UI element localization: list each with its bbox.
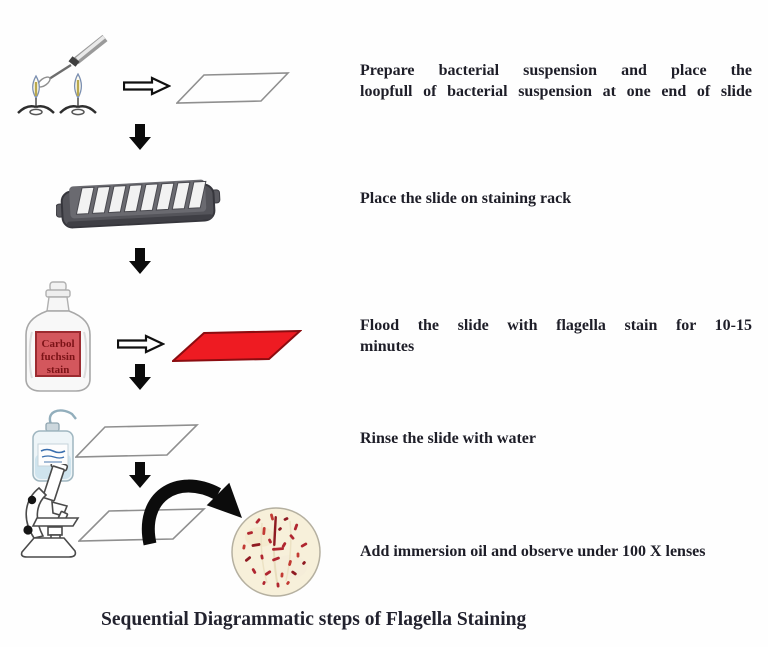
step-5-text: Add immersion oil and observe under 100 … <box>360 541 752 562</box>
step-1-text: Prepare bacterial suspension and place t… <box>360 60 752 102</box>
down-arrow-icon <box>129 462 151 488</box>
bottle-label-line-1: Carbol <box>42 338 75 350</box>
wash-bottle-label <box>37 443 69 467</box>
step-3-line-1: Flood the slide with flagella stain for … <box>360 317 752 334</box>
bottle-label-line-3: stain <box>47 364 70 376</box>
step-2-line-1: Place the slide on staining rack <box>360 190 572 207</box>
inoculation-loop-with-flames-icon <box>17 34 108 116</box>
bottle-label-line-2: fuchsin <box>41 351 75 363</box>
step-5-line-1: Add immersion oil and observe under 100 … <box>360 543 706 560</box>
step-3-line-2: minutes <box>360 338 415 355</box>
down-arrow-icon <box>129 124 151 150</box>
step-4-text: Rinse the slide with water <box>360 428 752 449</box>
micrograph-field-icon <box>231 507 321 597</box>
down-arrow-icon <box>129 248 151 274</box>
microscope-icon <box>20 464 80 558</box>
right-block-arrow-icon <box>123 76 171 96</box>
staining-rack-icon <box>56 179 221 229</box>
step-2-text: Place the slide on staining rack <box>360 188 752 209</box>
glass-slide-icon <box>75 424 199 458</box>
bottle-label <box>35 331 81 377</box>
burner-flame-icon <box>59 72 97 116</box>
figure-caption: Sequential Diagrammatic steps of Flagell… <box>101 609 527 630</box>
down-arrow-icon <box>129 364 151 390</box>
glass-slide-icon <box>78 508 206 542</box>
step-1-line-1: Prepare bacterial suspension and place t… <box>360 62 752 79</box>
step-3-text: Flood the slide with flagella stain for … <box>360 315 752 357</box>
step-1-line-2: loopfull of bacterial suspension at one … <box>360 83 752 100</box>
curved-arrow-icon <box>141 479 242 546</box>
right-block-arrow-icon <box>117 334 165 354</box>
bacteria-rods <box>242 513 308 588</box>
step-4-line-1: Rinse the slide with water <box>360 430 536 447</box>
reagent-bottle-icon: Carbol fuchsin stain <box>25 281 91 392</box>
burner-flame-icon <box>17 74 55 116</box>
stain-flooded-slide-icon <box>172 330 302 362</box>
glass-slide-icon <box>176 72 290 104</box>
